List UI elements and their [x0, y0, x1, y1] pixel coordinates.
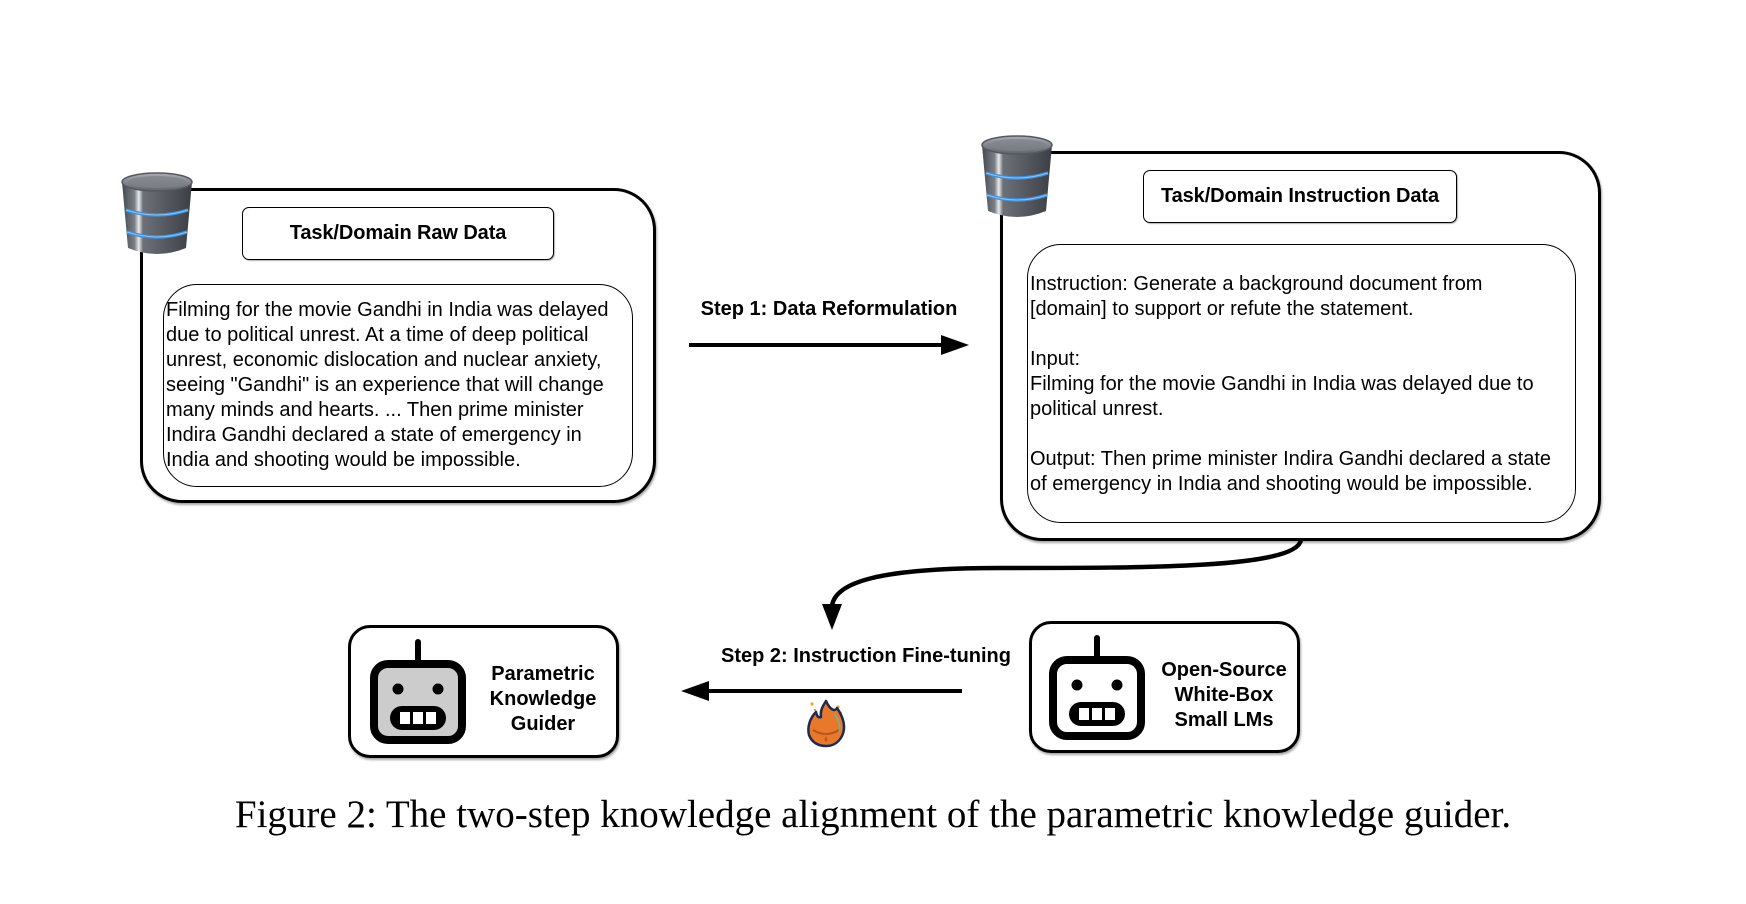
database-icon [118, 170, 196, 260]
raw-data-line: Indira Gandhi declared a state of emerge… [166, 424, 582, 446]
raw-data-line: India and shooting would be impossible. [166, 449, 521, 471]
raw-data-line: Filming for the movie Gandhi in India wa… [166, 299, 609, 321]
fire-icon [804, 698, 848, 748]
instruction-data-text-box: Instruction: Generate a background docum… [1027, 244, 1576, 523]
label-line: White-Box [1174, 684, 1274, 706]
label-line: Knowledge [489, 688, 597, 710]
output-line: Output: Then prime minister Indira Gandh… [1030, 448, 1552, 470]
raw-data-line: many minds and hearts. ... Then prime mi… [166, 399, 584, 421]
knowledge-guider-label: Parametric Knowledge Guider [479, 662, 607, 737]
input-line: Input: [1030, 348, 1081, 370]
instruction-data-title: Task/Domain Instruction Data [1143, 170, 1457, 223]
step1-arrow [689, 335, 969, 355]
input-line: Filming for the movie Gandhi in India wa… [1030, 373, 1534, 395]
raw-data-line: unrest, economic dislocation and nuclear… [166, 349, 602, 371]
label-line: Small LMs [1174, 709, 1274, 731]
raw-data-line: seeing "Gandhi" is an experience that wi… [166, 374, 604, 396]
knowledge-guider-box: Parametric Knowledge Guider [348, 625, 619, 758]
robot-icon [368, 636, 472, 744]
figure-caption: Figure 2: The two-step knowledge alignme… [234, 793, 1512, 836]
raw-data-text-box: Filming for the movie Gandhi in India wa… [163, 284, 633, 487]
instruction-line: [domain] to support or refute the statem… [1030, 298, 1414, 320]
label-line: Parametric [491, 663, 595, 685]
small-lm-box: Open-Source White-Box Small LMs [1029, 621, 1300, 753]
small-lm-label: Open-Source White-Box Small LMs [1154, 658, 1294, 733]
label-line: Open-Source [1161, 659, 1287, 681]
curved-connector-arrow [822, 539, 1304, 630]
raw-data-title: Task/Domain Raw Data [242, 207, 554, 260]
instruction-line: Instruction: Generate a background docum… [1030, 273, 1483, 295]
label-line: Guider [510, 713, 576, 735]
output-line: of emergency in India and shooting would… [1030, 473, 1533, 495]
step2-label: Step 2: Instruction Fine-tuning [721, 645, 1011, 667]
input-line: political unrest. [1030, 398, 1164, 420]
robot-icon [1047, 632, 1151, 740]
database-icon [978, 133, 1056, 223]
step1-label: Step 1: Data Reformulation [700, 298, 958, 320]
raw-data-line: due to political unrest. At a time of de… [166, 324, 589, 346]
